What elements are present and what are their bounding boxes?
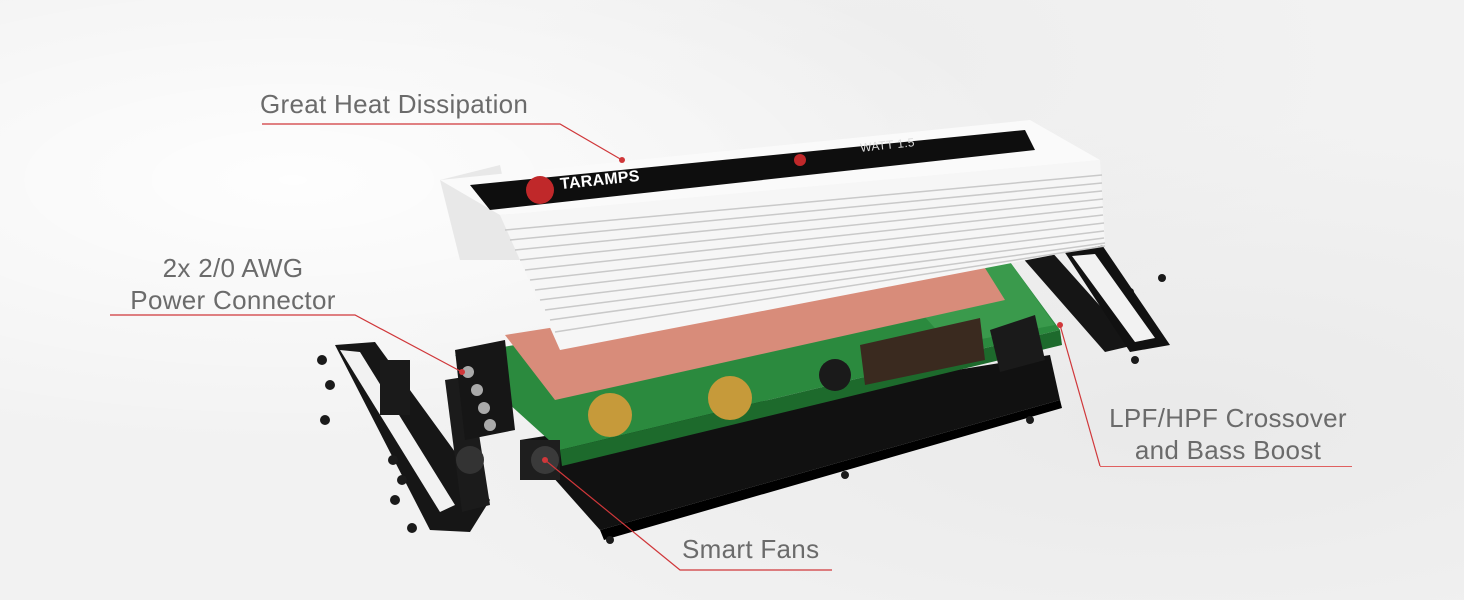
heatsink bbox=[440, 120, 1106, 350]
right-end-bracket bbox=[990, 242, 1170, 372]
left-end-bracket bbox=[335, 342, 490, 532]
callout-smart-fans: Smart Fans bbox=[682, 534, 820, 564]
callout-lines bbox=[110, 123, 1101, 571]
callout-crossover: LPF/HPF Crossover and Bass Boost bbox=[1098, 402, 1358, 466]
power-connector-block bbox=[455, 340, 515, 440]
callout-crossover-line1: LPF/HPF Crossover bbox=[1109, 403, 1347, 433]
callout-crossover-line2: and Bass Boost bbox=[1134, 435, 1322, 465]
callout-power-line1: 2x 2/0 AWG bbox=[162, 253, 304, 283]
screws bbox=[317, 274, 1166, 544]
bottom-chassis-plate bbox=[520, 355, 1062, 540]
thermal-pad bbox=[505, 260, 1005, 400]
callout-power-line2: Power Connector bbox=[130, 285, 336, 315]
crossover-underline bbox=[1100, 466, 1352, 467]
left-fan-plate bbox=[445, 376, 490, 512]
pcb-components bbox=[520, 318, 985, 480]
callout-power-connector: 2x 2/0 AWG Power Connector bbox=[108, 252, 358, 316]
callout-dots bbox=[459, 157, 1063, 463]
callout-heat-dissipation: Great Heat Dissipation bbox=[260, 89, 529, 119]
